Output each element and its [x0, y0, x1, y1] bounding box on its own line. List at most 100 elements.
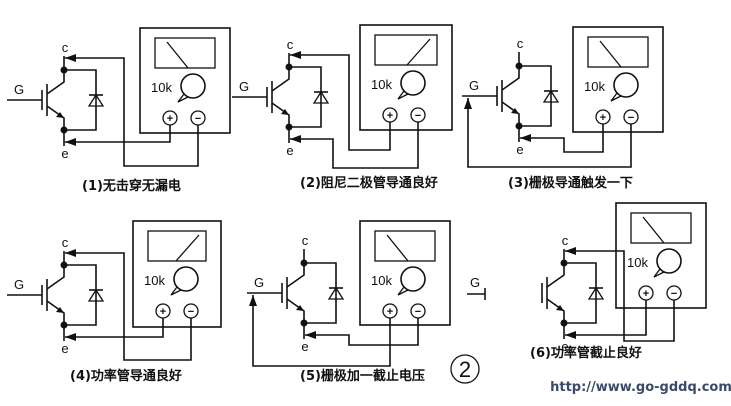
emitter-arrow-icon — [56, 307, 64, 313]
range-label: 10k — [371, 273, 392, 288]
collector-line — [271, 67, 290, 92]
emitter-arrow-icon — [296, 305, 304, 311]
minus-wire — [467, 98, 632, 168]
emitter-label: e — [301, 339, 308, 354]
plus-wire — [252, 295, 391, 367]
meter-case — [359, 220, 451, 326]
probe-wires — [565, 247, 675, 342]
damper-diode-loop — [289, 66, 322, 128]
range-label: 10k — [371, 77, 392, 92]
plus-wire — [290, 54, 391, 151]
plus-sign: + — [387, 110, 393, 122]
plus-sign: + — [600, 112, 606, 124]
minus-sign: − — [195, 113, 201, 125]
collector-line — [501, 66, 520, 91]
meter-dial-window — [587, 36, 649, 68]
minus-sign: − — [628, 112, 634, 124]
knob-pointer — [610, 92, 622, 102]
emitter-label: e — [561, 339, 568, 354]
meter-needle — [642, 216, 665, 244]
emitter-arrow-icon — [511, 108, 519, 114]
emitter-line — [501, 101, 520, 126]
probe-arrow-icon — [290, 51, 301, 59]
collector-label: c — [562, 233, 569, 248]
range-label: 10k — [144, 273, 165, 288]
meter-case — [132, 220, 222, 328]
probe-arrow-icon — [249, 295, 257, 306]
probe-arrow-icon — [305, 331, 316, 339]
emitter-arrow-icon — [556, 305, 564, 311]
meter-needle — [386, 234, 409, 262]
probe-wires — [65, 249, 192, 361]
plus-wire — [65, 318, 164, 338]
probe-wires — [249, 295, 419, 367]
damper-diode-loop — [304, 262, 337, 324]
diode-icon — [87, 93, 105, 107]
damper-diode-loop — [564, 262, 597, 324]
probe-arrow-icon — [65, 333, 76, 341]
collector-label: c — [62, 40, 69, 55]
probe-arrow-icon — [290, 135, 301, 143]
meter-dial-window — [154, 37, 216, 69]
multimeter: 10k+− — [615, 202, 707, 309]
emitter-line — [46, 105, 65, 130]
emitter-line — [546, 298, 565, 323]
emitter-line — [286, 298, 305, 323]
meter-needle — [166, 41, 189, 69]
multimeter: 10k+− — [572, 26, 664, 133]
damper-diode-loop — [519, 65, 552, 127]
diode-icon — [327, 286, 345, 300]
multimeter: 10k + − — [139, 27, 231, 134]
meter-needle — [599, 40, 622, 68]
minus-sign: − — [671, 288, 677, 300]
meter-needle — [175, 234, 200, 262]
watermark-url[interactable]: http://www.go-gddq.com — [550, 380, 731, 395]
damper-diode-loop — [64, 69, 97, 131]
plus-wire — [65, 125, 171, 143]
collector-label: c — [302, 233, 309, 248]
plus-wire — [565, 300, 647, 336]
minus-wire — [565, 250, 675, 342]
plus-sign: + — [167, 113, 173, 125]
knob-pointer — [170, 286, 182, 296]
range-knob-icon — [613, 72, 639, 98]
panel-caption: (2)阻尼二极管导通良好 — [300, 175, 438, 191]
range-label: 10k — [151, 80, 172, 95]
panel-caption: (5)栅极加一截止电压 — [300, 368, 425, 384]
meter-dial-window — [374, 230, 436, 262]
panel-caption: (4)功率管导通良好 — [70, 368, 182, 384]
meter-case — [615, 202, 707, 309]
meter-case — [572, 26, 664, 133]
range-knob-icon — [400, 266, 426, 292]
multimeter: 10k + − — [359, 24, 453, 131]
gate-label: G — [14, 82, 24, 97]
range-label: 10k — [627, 255, 648, 270]
probe-wires — [290, 51, 419, 169]
collector-line — [46, 265, 65, 290]
emitter-label: e — [516, 142, 523, 157]
minus-sign: − — [415, 110, 421, 122]
diode-icon — [587, 286, 605, 300]
figure-number-text: 2 — [459, 357, 471, 382]
meter-case — [139, 27, 231, 134]
minus-wire — [65, 57, 199, 167]
figure-number: 2 — [450, 354, 480, 384]
gate-label: G — [469, 78, 479, 93]
diode-icon — [87, 288, 105, 302]
collector-label: c — [62, 235, 69, 250]
collector-label: c — [287, 37, 294, 52]
probe-arrow-icon — [464, 98, 472, 109]
emitter-label: e — [286, 143, 293, 158]
probe-arrow-icon — [565, 331, 576, 339]
meter-dial-window — [374, 34, 438, 66]
minus-wire — [305, 318, 419, 346]
minus-wire — [290, 122, 419, 169]
range-knob-icon — [656, 248, 682, 274]
collector-line — [46, 70, 65, 95]
diode-icon — [312, 90, 330, 104]
